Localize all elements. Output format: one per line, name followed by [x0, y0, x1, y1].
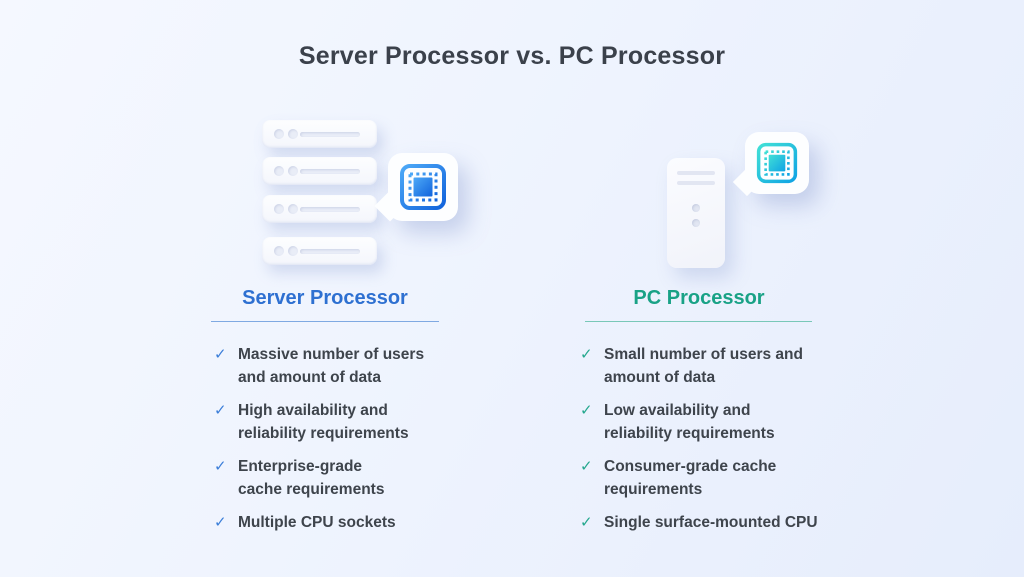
server-slot-icon [300, 207, 360, 212]
server-led-icon [274, 166, 284, 176]
cpu-chip-icon [756, 142, 798, 184]
server-feature-list: ✓ Massive number of users and amount of … [214, 343, 454, 544]
server-column-heading: Server Processor [242, 287, 408, 309]
list-item-text: Massive number of users and amount of da… [238, 346, 425, 386]
list-item: ✓ Low availability and reliability requi… [580, 399, 840, 445]
pc-feature-list: ✓ Small number of users and amount of da… [580, 343, 840, 544]
server-slot-icon [300, 169, 360, 174]
list-item: ✓ Single surface-mounted CPU [580, 511, 840, 534]
server-slot-icon [300, 249, 360, 254]
server-led-icon [288, 246, 298, 256]
server-rack-unit [262, 195, 377, 223]
pc-tower [667, 158, 725, 268]
list-item: ✓ Massive number of users and amount of … [214, 343, 454, 389]
checkmark-icon: ✓ [214, 346, 227, 363]
pc-column-heading: PC Processor [633, 287, 765, 309]
list-item: ✓ Consumer-grade cache requirements [580, 455, 840, 501]
server-rack-unit [262, 157, 377, 185]
server-rack-unit [262, 237, 377, 265]
vent-line-icon [677, 181, 715, 185]
list-item: ✓ High availability and reliability requ… [214, 399, 454, 445]
speech-bubble [374, 153, 458, 222]
pc-tower-illustration [660, 125, 820, 275]
list-item-text: Small number of users and amount of data [604, 346, 803, 386]
server-led-icon [288, 204, 298, 214]
list-item-text: Enterprise-grade cache requirements [238, 458, 385, 498]
checkmark-icon: ✓ [214, 458, 227, 475]
server-led-icon [274, 246, 284, 256]
vent-line-icon [677, 171, 715, 175]
list-item-text: Single surface-mounted CPU [604, 514, 818, 531]
server-stack-illustration [255, 112, 465, 277]
power-dot-icon [692, 219, 700, 227]
server-slot-icon [300, 132, 360, 137]
checkmark-icon: ✓ [580, 346, 593, 363]
list-item: ✓ Small number of users and amount of da… [580, 343, 840, 389]
speech-bubble [732, 132, 809, 197]
list-item-text: Low availability and reliability require… [604, 402, 775, 442]
list-item-text: Consumer-grade cache requirements [604, 458, 777, 498]
checkmark-icon: ✓ [214, 402, 227, 419]
server-led-icon [274, 129, 284, 139]
list-item: ✓ Multiple CPU sockets [214, 511, 454, 534]
page-title: Server Processor vs. PC Processor [298, 42, 726, 70]
checkmark-icon: ✓ [214, 514, 227, 531]
list-item-text: Multiple CPU sockets [238, 514, 396, 531]
checkmark-icon: ✓ [580, 458, 593, 475]
list-item-text: High availability and reliability requir… [238, 402, 409, 442]
server-led-icon [288, 166, 298, 176]
checkmark-icon: ✓ [580, 514, 593, 531]
server-heading-underline [211, 321, 439, 322]
checkmark-icon: ✓ [580, 402, 593, 419]
pc-heading-underline [585, 321, 812, 322]
cpu-chip-icon [400, 164, 446, 210]
server-rack-unit [262, 120, 377, 148]
server-led-icon [274, 204, 284, 214]
server-led-icon [288, 129, 298, 139]
power-dot-icon [692, 204, 700, 212]
list-item: ✓ Enterprise-grade cache requirements [214, 455, 454, 501]
